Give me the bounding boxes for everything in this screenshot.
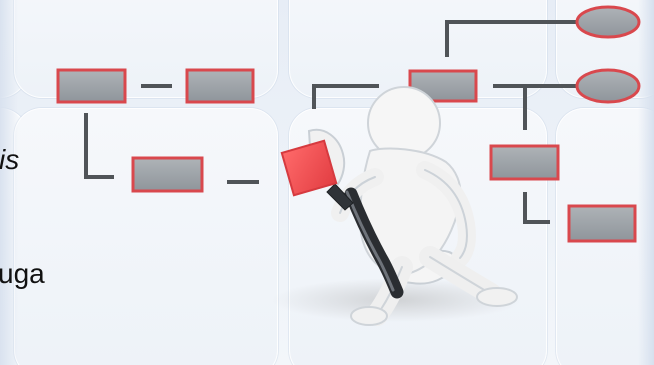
connector-top-branch [447, 22, 578, 55]
node-left-top-1 [58, 70, 125, 102]
node-left-top-2 [187, 70, 253, 102]
connector-right-lower [525, 194, 548, 222]
figure-foot-right [477, 288, 517, 306]
ellipse-node-top [577, 7, 639, 37]
ellipse-node-middle [577, 70, 639, 102]
connector-right-main [314, 86, 377, 107]
node-right-mid [491, 146, 558, 179]
figure-foot-left [351, 307, 387, 325]
ellipse-nodes [577, 7, 639, 102]
node-right-bottom [569, 206, 635, 241]
node-left-mid [133, 158, 202, 191]
plumber-figure [272, 87, 520, 325]
connector-left-down [86, 115, 112, 177]
